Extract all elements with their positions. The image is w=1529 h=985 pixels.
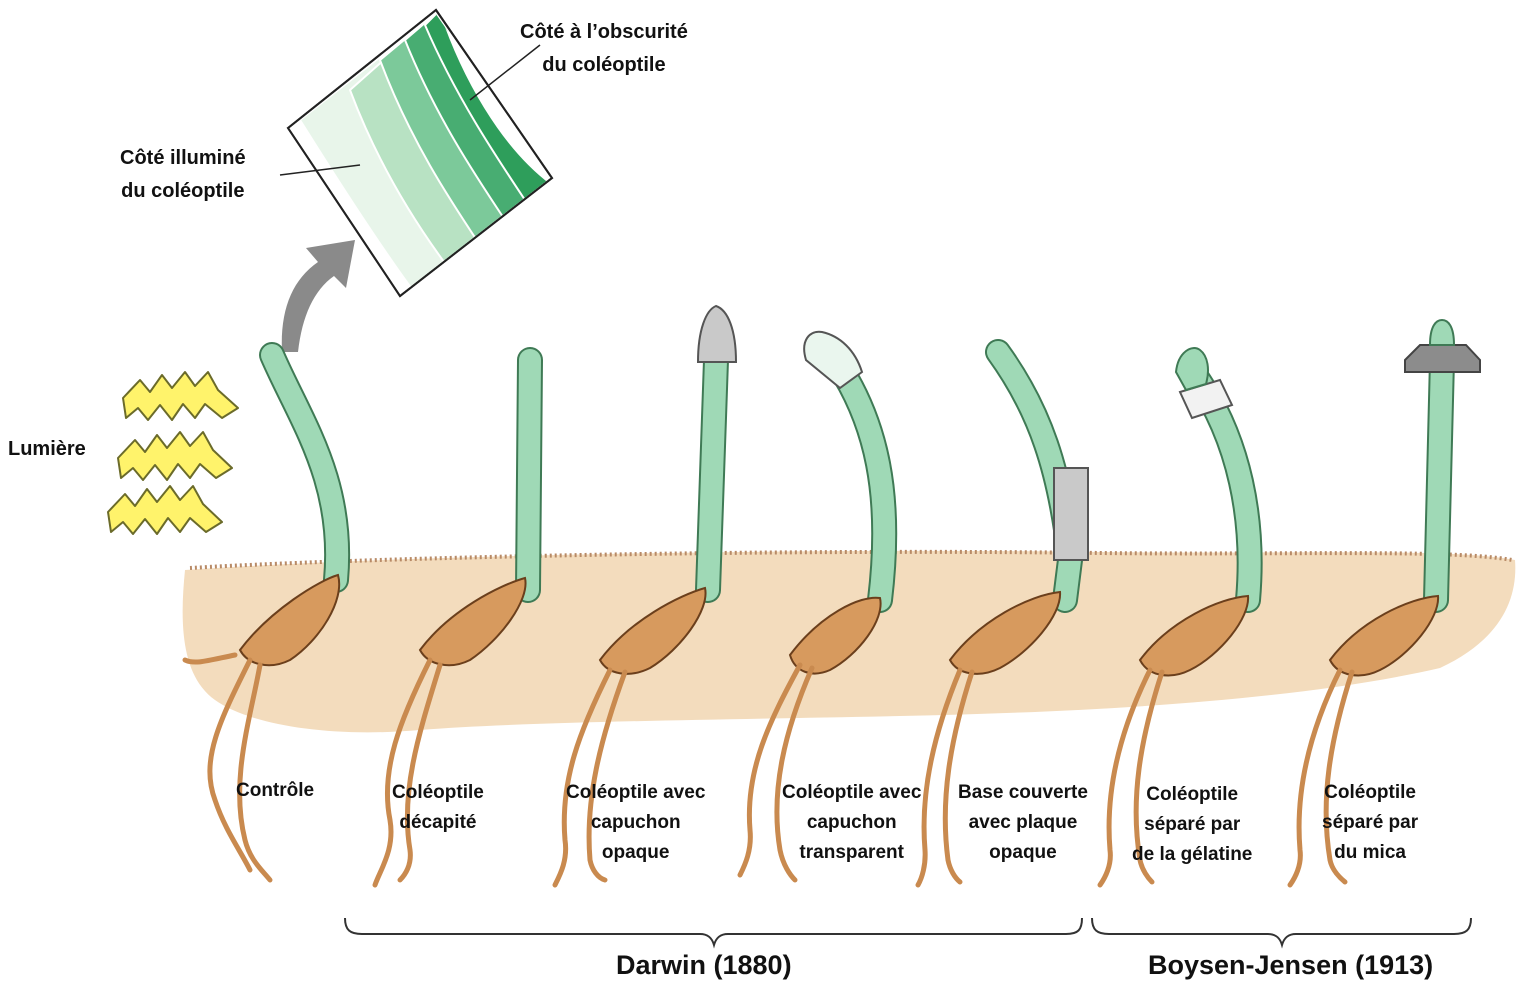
- dark-side-label: Côté à l’obscurité du coléoptile: [520, 16, 688, 82]
- gelatin-tip: [1176, 348, 1208, 390]
- label-gelatin: Coléoptile séparé par de la gélatine: [1132, 780, 1252, 870]
- light-rays: [108, 372, 238, 534]
- label-opaque-cap: Coléoptile avec capuchon opaque: [566, 778, 705, 868]
- opaque-base-sleeve: [1054, 468, 1088, 560]
- zoom-arrow: [282, 240, 355, 352]
- label-transparent-cap: Coléoptile avec capuchon transparent: [782, 778, 921, 868]
- group-boysen-jensen: Boysen-Jensen (1913): [1148, 950, 1433, 981]
- mica-plate: [1405, 345, 1480, 372]
- light-label: Lumière: [8, 434, 86, 464]
- mica-tip: [1430, 320, 1454, 345]
- boysen-brace: [1092, 918, 1471, 945]
- label-opaque-base: Base couverte avec plaque opaque: [958, 778, 1088, 868]
- label-decapitated: Coléoptile décapité: [392, 778, 484, 838]
- lit-side-label: Côté illuminé du coléoptile: [120, 142, 246, 208]
- group-darwin: Darwin (1880): [616, 950, 792, 981]
- label-control: Contrôle: [236, 776, 314, 806]
- darwin-brace: [345, 918, 1082, 945]
- label-mica: Coléoptile séparé par du mica: [1322, 778, 1418, 868]
- opaque-cap: [698, 306, 736, 362]
